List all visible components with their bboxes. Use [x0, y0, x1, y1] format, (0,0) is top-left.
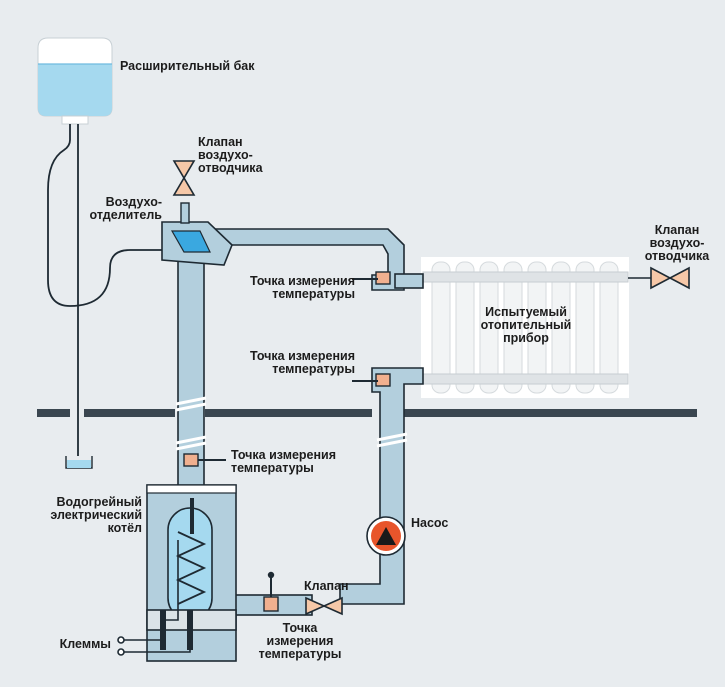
- boiler-label: Водогрейный электрический котёл: [50, 496, 142, 535]
- radiator-label-line2: отопительный: [480, 318, 572, 332]
- temp-point-return-line2: измерения: [266, 634, 334, 648]
- temp-point-return-line1: Точка: [282, 621, 318, 635]
- pump: [366, 516, 406, 556]
- temp-point-upper-line2: температуры: [272, 287, 355, 301]
- radiator: [421, 257, 629, 398]
- temp-point-lower-label: Точка измерения температуры: [250, 350, 355, 376]
- right-air-vent-label-line1: Клапан: [654, 223, 700, 237]
- temp-point-return-label: Точка измерения температуры: [246, 622, 354, 661]
- temp-point-boiler-line1: Точка измерения: [231, 448, 337, 462]
- air-separator: [161, 202, 233, 266]
- terminals: [117, 540, 191, 656]
- air-separator-label: Воздухо- отделитель: [90, 196, 163, 222]
- temp-point-lower-line2: температуры: [272, 362, 355, 376]
- overflow-tank: [65, 456, 93, 469]
- air-separator-label-line2: отделитель: [89, 208, 163, 222]
- right-air-vent-valve: [628, 266, 690, 290]
- radiator-label-line3: прибор: [503, 331, 549, 345]
- expansion-tank: [37, 37, 113, 125]
- right-air-vent-label: Клапан воздухо- отводчика: [637, 224, 717, 263]
- top-air-vent-label-line3: отводчика: [198, 161, 263, 175]
- expansion-tank-label: Расширительный бак: [120, 59, 255, 73]
- top-air-vent-label-line2: воздухо-: [198, 148, 253, 162]
- terminals-label: Клеммы: [59, 637, 111, 651]
- temperature-sensors: [183, 271, 391, 612]
- boiler-label-line1: Водогрейный: [56, 495, 142, 509]
- temp-point-lower-line1: Точка измерения: [249, 349, 355, 363]
- temp-point-upper-line1: Точка измерения: [249, 274, 355, 288]
- boiler-label-line2: электрический: [50, 508, 142, 522]
- pump-label: Насос: [411, 516, 449, 530]
- top-air-vent-label: Клапан воздухо- отводчика: [198, 136, 263, 175]
- radiator-label: Испытуемый отопительный прибор: [468, 306, 584, 345]
- floor-line: [37, 405, 697, 421]
- boiler-label-line3: котёл: [107, 521, 142, 535]
- return-valve: [305, 596, 343, 616]
- valve-label: Клапан: [304, 579, 349, 593]
- expansion-tubes: [47, 124, 162, 456]
- temp-point-boiler-line2: температуры: [231, 461, 314, 475]
- right-air-vent-label-line3: отводчика: [644, 249, 710, 263]
- pipe-breaks: [175, 396, 408, 451]
- right-air-vent-label-line2: воздухо-: [649, 236, 705, 250]
- temp-point-upper-label: Точка измерения температуры: [250, 275, 355, 301]
- temp-point-return-line3: температуры: [258, 647, 342, 661]
- top-air-vent-label-line1: Клапан: [198, 135, 243, 149]
- radiator-label-line1: Испытуемый: [485, 305, 567, 319]
- air-separator-label-line1: Воздухо-: [105, 195, 162, 209]
- boiler: [146, 484, 237, 662]
- top-air-vent-valve: [172, 160, 196, 196]
- temp-point-boiler-label: Точка измерения температуры: [231, 449, 336, 475]
